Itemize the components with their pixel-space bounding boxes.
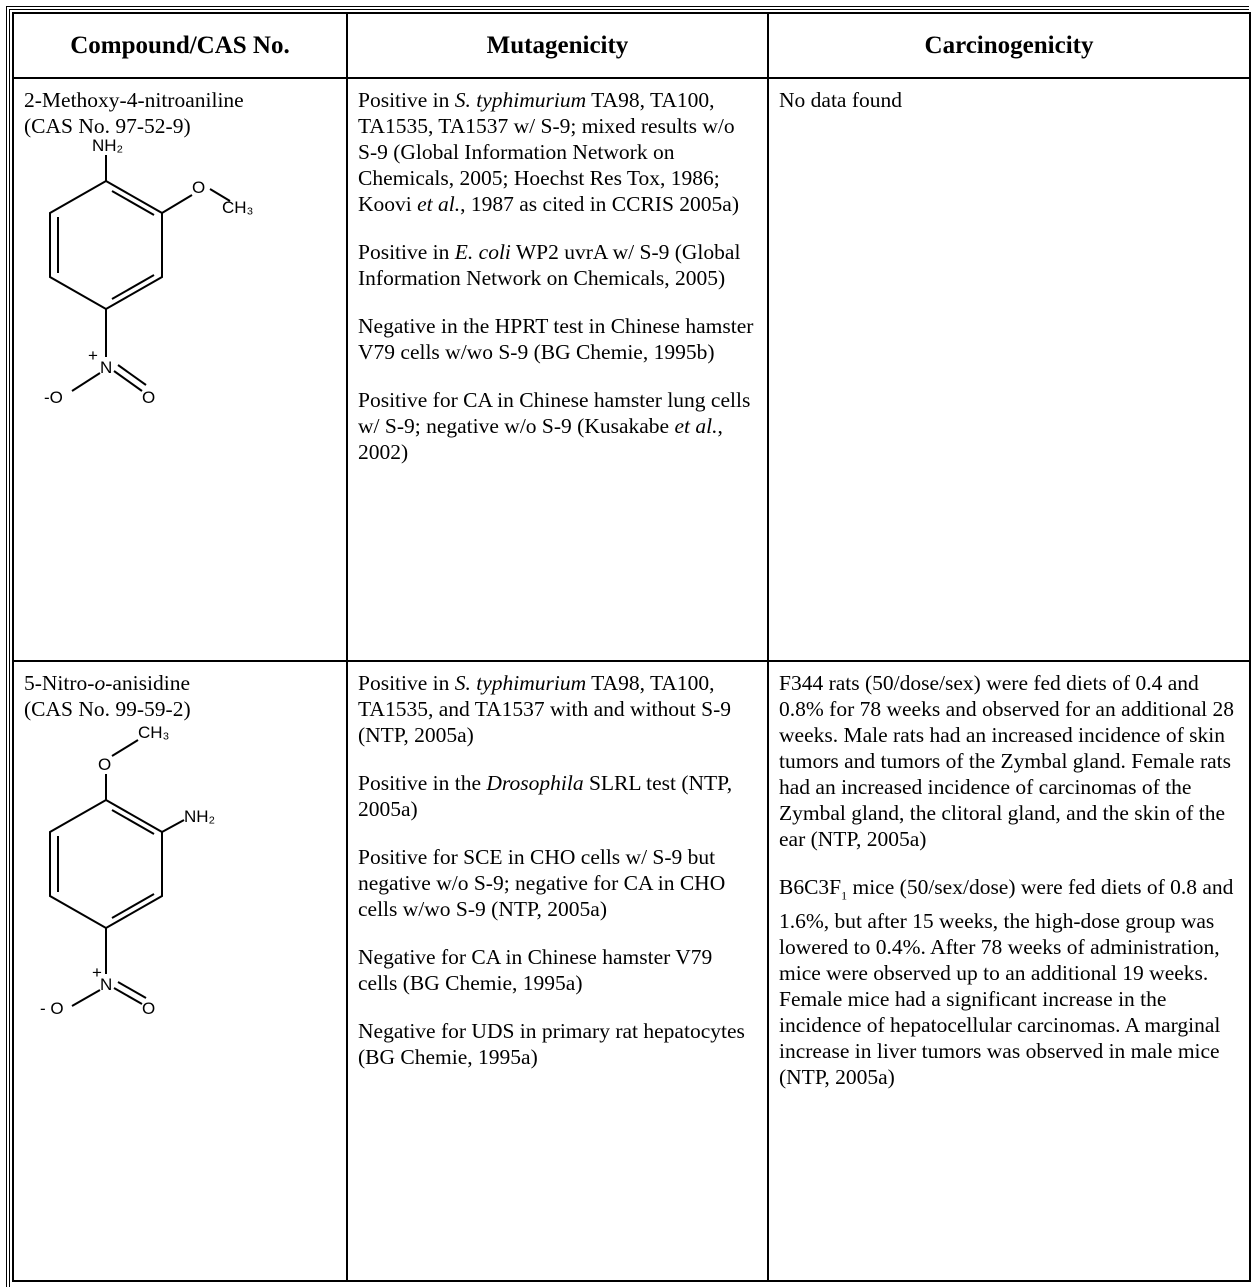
- methyl-label: CH₃: [138, 723, 169, 742]
- table-row: 2-Methoxy-4-nitroaniline (CAS No. 97-52-…: [12, 77, 1251, 662]
- carcinogenicity-entry: B6C3F1 mice (50/sex/dose) were fed diets…: [779, 875, 1234, 1090]
- o-double-label: O: [142, 388, 155, 407]
- carcinogenicity-entry: No data found: [779, 88, 902, 112]
- mutagenicity-entry: Positive for SCE in CHO cells w/ S-9 but…: [358, 845, 726, 921]
- chemical-structure-2-methoxy-4-nitroaniline: NH₂ O CH₃ N + -O O: [44, 136, 253, 407]
- header-carcinogenicity: Carcinogenicity: [767, 12, 1251, 79]
- nitrogen-label: N: [100, 358, 112, 377]
- header-row: Compound/CAS No. Mutagenicity Carcinogen…: [12, 12, 1251, 79]
- oxygen-label: O: [98, 755, 111, 774]
- header-compound: Compound/CAS No.: [12, 12, 348, 79]
- mutagenicity-entry: Positive in S. typhimurium TA98, TA100, …: [358, 671, 731, 747]
- cas-number: (CAS No. 99-59-2): [24, 697, 191, 721]
- mutagenicity-entry: Negative for UDS in primary rat hepatocy…: [358, 1019, 745, 1069]
- mutagenicity-entry: Positive for CA in Chinese hamster lung …: [358, 388, 751, 464]
- nh2-label: NH₂: [92, 136, 123, 155]
- mutagenicity-cell: Positive in S. typhimurium TA98, TA100, …: [346, 660, 769, 1282]
- carcinogenicity-cell: No data found: [767, 77, 1251, 662]
- plus-charge-label: +: [88, 346, 98, 365]
- o-minus-label: -O: [44, 388, 63, 407]
- chemical-structure-5-nitro-o-anisidine: CH₃ O NH₂ N + - O O: [40, 723, 215, 1018]
- plus-charge-label: +: [92, 963, 102, 982]
- mutagenicity-entry: Positive in E. coli WP2 uvrA w/ S-9 (Glo…: [358, 240, 741, 290]
- carcinogenicity-cell: F344 rats (50/dose/sex) were fed diets o…: [767, 660, 1251, 1282]
- mutagenicity-entry: Positive in S. typhimurium TA98, TA100, …: [358, 88, 740, 216]
- compound-cell: 5-Nitro-o-anisidine (CAS No. 99-59-2): [12, 660, 348, 1282]
- table-row: 5-Nitro-o-anisidine (CAS No. 99-59-2): [12, 660, 1251, 1282]
- nitrogen-label: N: [100, 975, 112, 994]
- mutagenicity-entry: Negative in the HPRT test in Chinese ham…: [358, 314, 754, 364]
- mutagenicity-entry: Negative for CA in Chinese hamster V79 c…: [358, 945, 713, 995]
- mutagenicity-cell: Positive in S. typhimurium TA98, TA100, …: [346, 77, 769, 662]
- cas-number: (CAS No. 97-52-9): [24, 114, 191, 138]
- o-double-label: O: [142, 999, 155, 1018]
- document-frame: [6, 6, 1249, 1287]
- compound-name: 2-Methoxy-4-nitroaniline: [24, 88, 244, 112]
- carcinogenicity-entry: F344 rats (50/dose/sex) were fed diets o…: [779, 671, 1234, 851]
- compound-name: 5-Nitro-o-anisidine: [24, 671, 190, 695]
- mutagenicity-entry: Positive in the Drosophila SLRL test (NT…: [358, 771, 733, 821]
- header-mutagenicity: Mutagenicity: [346, 12, 769, 79]
- toxicity-table: Compound/CAS No. Mutagenicity Carcinogen…: [12, 12, 1251, 1282]
- compound-cell: 2-Methoxy-4-nitroaniline (CAS No. 97-52-…: [12, 77, 348, 662]
- oxygen-label: O: [192, 178, 205, 197]
- methyl-label: CH₃: [222, 198, 253, 217]
- o-minus-label: - O: [40, 999, 64, 1018]
- nh2-label: NH₂: [184, 807, 215, 826]
